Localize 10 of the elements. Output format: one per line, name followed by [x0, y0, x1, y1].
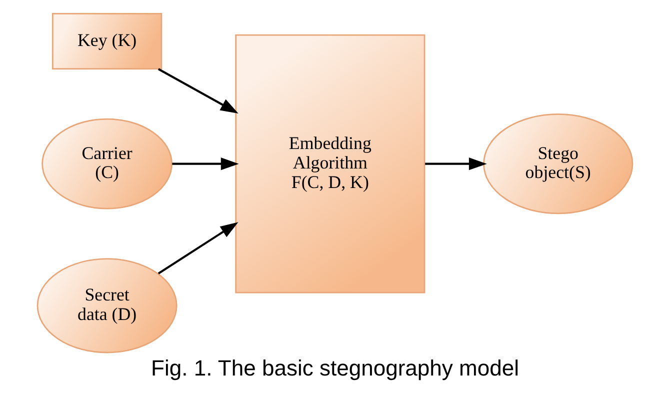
node-ellipse: Secret data (D)	[36, 258, 178, 354]
arrow	[158, 222, 238, 274]
caption: Fig. 1. The basic stegnography model	[151, 356, 519, 381]
node-ellipse: Stego object(S)	[483, 114, 634, 214]
node-box: Key (K)	[52, 13, 162, 70]
node-ellipse: Carrier (C)	[42, 118, 172, 210]
node-box: Embedding Algorithm F(C, D, K)	[235, 34, 426, 294]
arrow	[158, 68, 238, 114]
arrow	[172, 158, 239, 170]
arrow	[425, 158, 487, 170]
